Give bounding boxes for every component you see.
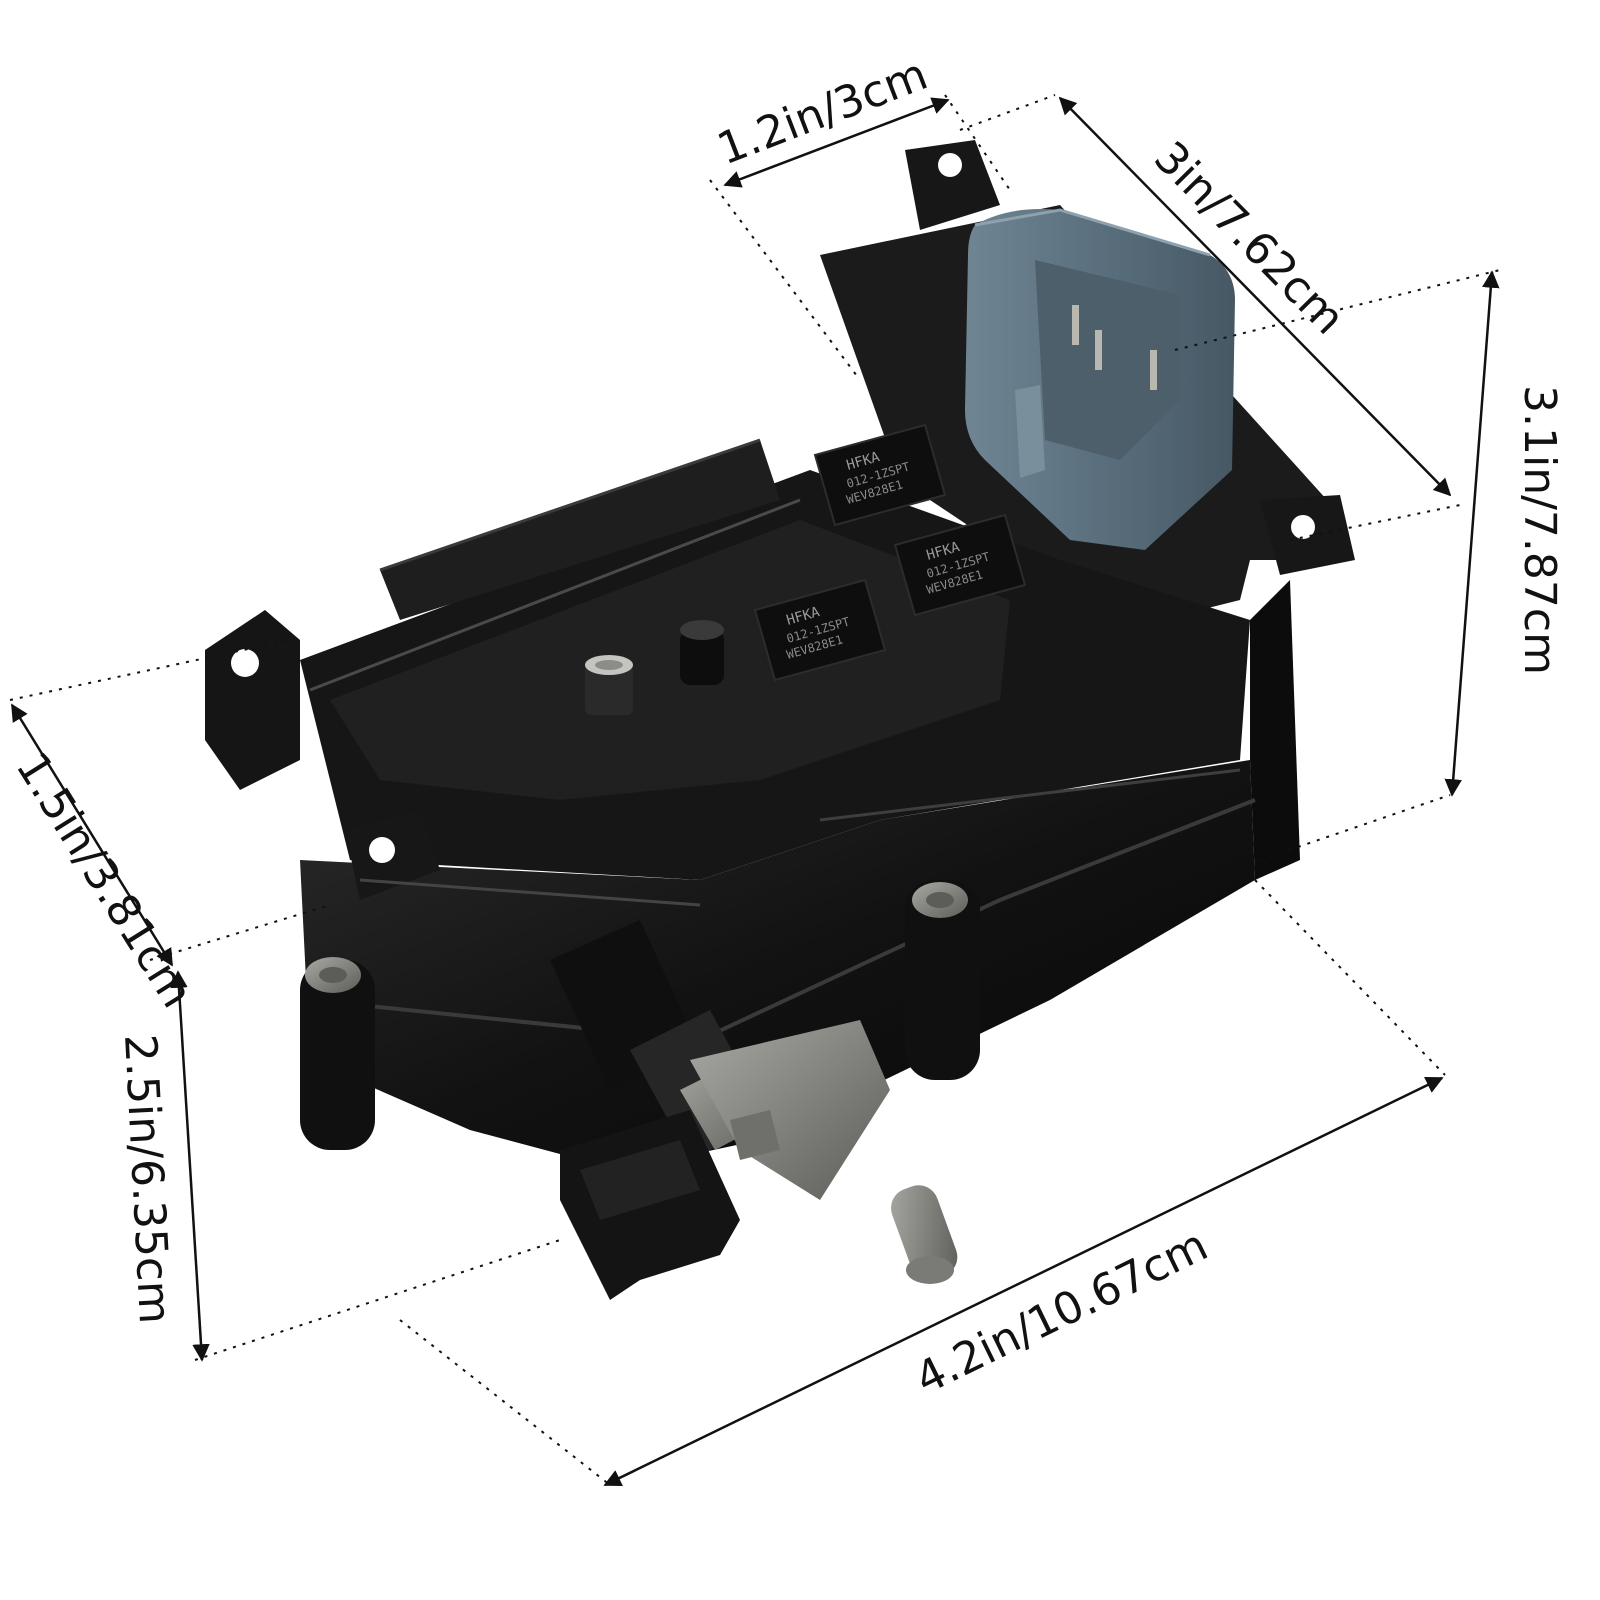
label-left-height: 2.5in/6.35cm <box>114 1033 180 1325</box>
capacitor <box>585 655 633 715</box>
relay-bottom: HFKA 012-1ZSPT WEV828E1 <box>753 578 887 682</box>
guide-lines <box>9 94 1501 1486</box>
mounting-tab-left <box>205 610 300 790</box>
arrow-top-width <box>1058 96 1452 497</box>
arrow-left-height <box>170 970 210 1362</box>
transistor <box>680 620 724 685</box>
arrow-right-height <box>1444 270 1500 797</box>
arrow-bottom-length <box>603 1076 1444 1487</box>
mounting-tab-front <box>345 810 440 900</box>
relay-top: HFKA 012-1ZSPT WEV828E1 <box>813 423 947 527</box>
label-right-height: 3.1in/7.87cm <box>1514 385 1565 675</box>
mounting-tab-right <box>1260 495 1355 575</box>
arrow-left-depth <box>10 703 174 967</box>
arrow-top-depth <box>723 97 950 188</box>
relay-middle: HFKA 012-1ZSPT WEV828E1 <box>893 513 1027 617</box>
screw-right <box>905 880 980 1080</box>
label-top-depth: 1.2in/3cm <box>711 49 935 175</box>
screw-left <box>300 957 375 1150</box>
dimension-annotations <box>9 94 1501 1487</box>
label-left-depth: 1.5in/3.81cm <box>6 744 203 1017</box>
